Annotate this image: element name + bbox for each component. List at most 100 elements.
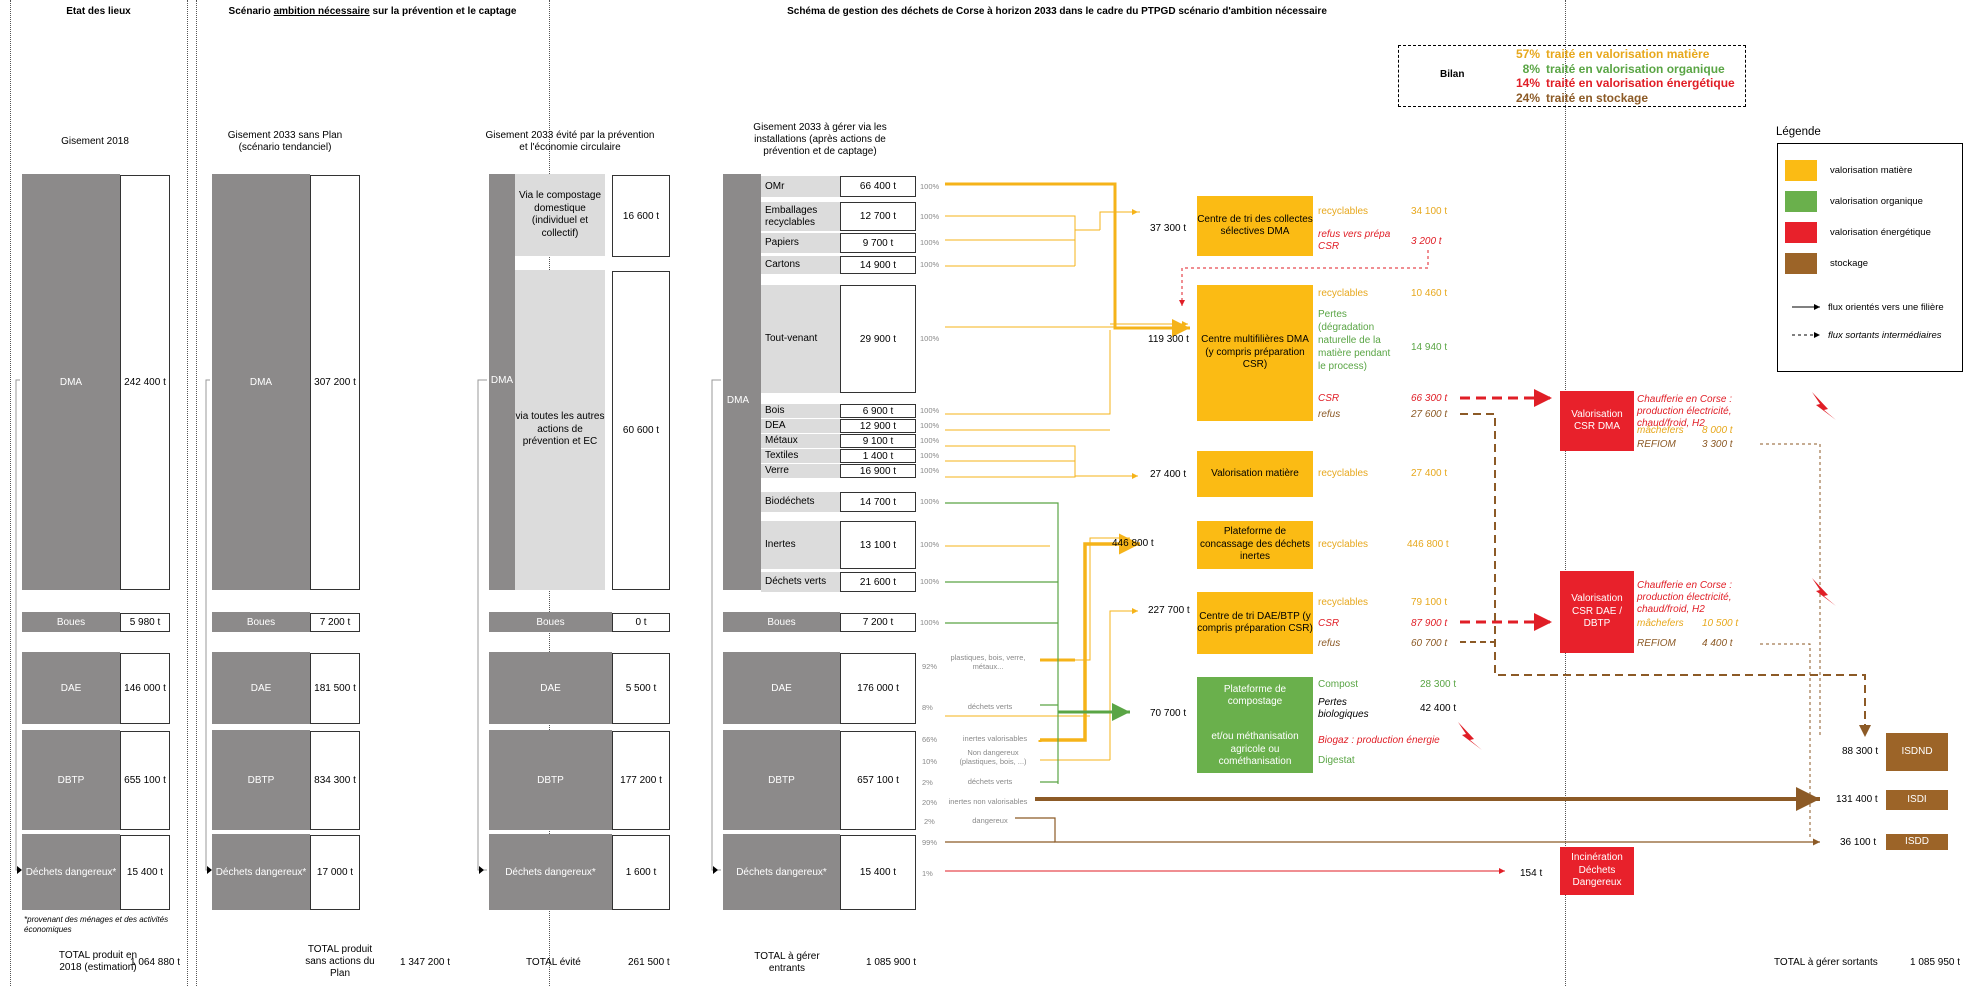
col3-boues-label: Boues bbox=[536, 616, 565, 628]
col4-dd-label: Déchets dangereux* bbox=[736, 866, 827, 878]
dma-item-label: Textiles bbox=[765, 450, 799, 461]
output-label: mâchefers bbox=[1637, 618, 1684, 629]
output-label: mâchefers bbox=[1637, 425, 1684, 436]
col1-boues-value: 5 980 t bbox=[120, 613, 170, 632]
col4-dbtp-value: 657 100 t bbox=[840, 731, 916, 830]
separator bbox=[196, 0, 197, 986]
legend-dashed-label: flux sortants intermédiaires bbox=[1828, 330, 1942, 341]
dbtp-split-pct: 2% bbox=[922, 778, 933, 787]
dae-split-label: plastiques, bois, verre, métaux... bbox=[950, 653, 1026, 671]
dma-item-label: Biodéchets bbox=[765, 496, 815, 507]
dma-item-label: Déchets verts bbox=[765, 576, 827, 587]
output-label: Compost bbox=[1318, 679, 1359, 690]
col2-dbtp-value: 834 300 t bbox=[310, 731, 360, 830]
output-label: recyclables bbox=[1318, 468, 1369, 479]
dma-item-pct: 100% bbox=[920, 181, 940, 191]
col1-footnote: *provenant des ménages et des activités … bbox=[24, 915, 169, 934]
dma-item-value: 9 100 t bbox=[840, 434, 916, 448]
output-label: Digestat bbox=[1318, 755, 1355, 766]
col4-title: Gisement 2033 à gérer via les installati… bbox=[753, 122, 887, 157]
dma-item-value: 6 900 t bbox=[840, 404, 916, 418]
col4-dae-value: 176 000 t bbox=[840, 653, 916, 724]
col4-dd-value: 15 400 t bbox=[840, 835, 916, 910]
col1-dma-bar bbox=[22, 174, 120, 590]
bilan-box bbox=[1398, 45, 1746, 107]
col2-title: Gisement 2033 sans Plan (scénario tendan… bbox=[227, 130, 343, 153]
dma-item-bar bbox=[761, 434, 840, 448]
dma-item-bar bbox=[761, 419, 840, 433]
dma-item-bar bbox=[761, 176, 840, 197]
header-schema: Schéma de gestion des déchets de Corse à… bbox=[787, 6, 1327, 17]
flow-value: 227 700 t bbox=[1148, 605, 1190, 616]
col3-boues-value: 0 t bbox=[612, 613, 670, 632]
col3-sub2-label: via toutes les autres actions de prévent… bbox=[515, 411, 605, 448]
col3-dae-label: DAE bbox=[540, 682, 561, 694]
dma-item-label: Emballages recyclables bbox=[765, 204, 818, 228]
dma-item-bar bbox=[761, 202, 840, 231]
total-out-label: TOTAL à gérer sortants bbox=[1774, 957, 1878, 968]
dma-item-value: 12 900 t bbox=[840, 419, 916, 433]
output-value: 66 300 t bbox=[1411, 393, 1448, 404]
col4-total-label: TOTAL à gérer entrants bbox=[754, 951, 820, 974]
col1-boues-bar bbox=[22, 612, 120, 632]
col2-dd-bar bbox=[212, 834, 310, 910]
legend-swatch bbox=[1785, 253, 1817, 274]
centre-concassage: Plateforme de concassage des déchets ine… bbox=[1197, 521, 1313, 569]
dma-item-pct: 100% bbox=[920, 421, 940, 430]
col1-dae-label: DAE bbox=[60, 682, 82, 694]
dma-item-value: 14 700 t bbox=[840, 492, 916, 512]
flow-value: 119 300 t bbox=[1148, 334, 1189, 345]
col2-boues-label: Boues bbox=[246, 616, 276, 628]
output-value: 27 400 t bbox=[1411, 468, 1448, 479]
dbtp-split-label: Non dangereux (plastiques, bois, ...) bbox=[959, 748, 1027, 766]
col2-total-label: TOTAL produit sans actions du Plan bbox=[305, 944, 375, 979]
bilan-text: traité en stockage bbox=[1546, 90, 1649, 105]
dma-item-value: 13 100 t bbox=[840, 521, 916, 569]
col4-dae-label: DAE bbox=[771, 682, 792, 694]
col1-dae-value: 146 000 t bbox=[120, 653, 170, 724]
output-label: refus bbox=[1318, 638, 1341, 649]
dma-item-bar bbox=[761, 285, 840, 393]
col1-dd-value: 15 400 t bbox=[120, 835, 170, 910]
dma-item-label: Métaux bbox=[765, 435, 798, 446]
dma-item-bar bbox=[761, 449, 840, 463]
dma-item-pct: 100% bbox=[920, 497, 940, 506]
col2-dbtp-label: DBTP bbox=[247, 774, 275, 786]
col3-dd-label: Déchets dangereux* bbox=[505, 866, 596, 878]
col4-dbtp-bar bbox=[723, 730, 840, 830]
col1-dbtp-label: DBTP bbox=[57, 774, 85, 786]
col3-total-value: 261 500 t bbox=[628, 957, 670, 968]
dma-item-label: OMr bbox=[765, 180, 785, 192]
bilan-pct: 14% bbox=[1515, 76, 1540, 90]
output-label: recyclables bbox=[1318, 597, 1369, 608]
dd-split-pct: 1% bbox=[922, 869, 933, 878]
col3-title: Gisement 2033 évité par la prévention et… bbox=[485, 130, 655, 153]
dma-item-pct: 100% bbox=[920, 260, 940, 269]
flow-value: 70 700 t bbox=[1150, 708, 1187, 719]
col2-dma-label: DMA bbox=[249, 376, 273, 388]
storage-value: 131 400 t bbox=[1836, 794, 1878, 805]
dma-item-value: 16 900 t bbox=[840, 464, 916, 478]
output-value: 87 900 t bbox=[1411, 618, 1448, 629]
col1-dma-value: 242 400 t bbox=[120, 175, 170, 590]
output-label: Pertes (dégradation naturelle de la mati… bbox=[1318, 309, 1391, 372]
centre-tri-collectes: Centre de tri des collectes sélectives D… bbox=[1197, 196, 1313, 256]
col1-boues-label: Boues bbox=[56, 616, 86, 628]
dbtp-split-pct: 2% bbox=[924, 817, 935, 826]
storage-isdd: ISDD bbox=[1886, 834, 1948, 850]
bilan-text: traité en valorisation énergétique bbox=[1546, 76, 1735, 90]
output-value: 8 000 t bbox=[1702, 425, 1733, 436]
dma-item-label: Tout-venant bbox=[765, 333, 818, 344]
col2-dma-bar bbox=[212, 174, 310, 590]
dma-item-value: 29 900 t bbox=[840, 285, 916, 393]
col4-dd-bar bbox=[723, 834, 840, 910]
dma-item-label: DEA bbox=[765, 420, 786, 431]
col1-total-label: TOTAL produit en 2018 (estimation) bbox=[58, 950, 138, 973]
dma-item-pct: 100% bbox=[920, 451, 940, 460]
storage-isdnd: ISDND bbox=[1886, 733, 1948, 771]
header-scenario: Scénario ambition nécessaire sur la prév… bbox=[228, 6, 517, 17]
bilan-text: traité en valorisation organique bbox=[1546, 61, 1725, 76]
dma-item-pct: 100% bbox=[920, 577, 940, 586]
output-label: REFIOM bbox=[1637, 439, 1676, 450]
